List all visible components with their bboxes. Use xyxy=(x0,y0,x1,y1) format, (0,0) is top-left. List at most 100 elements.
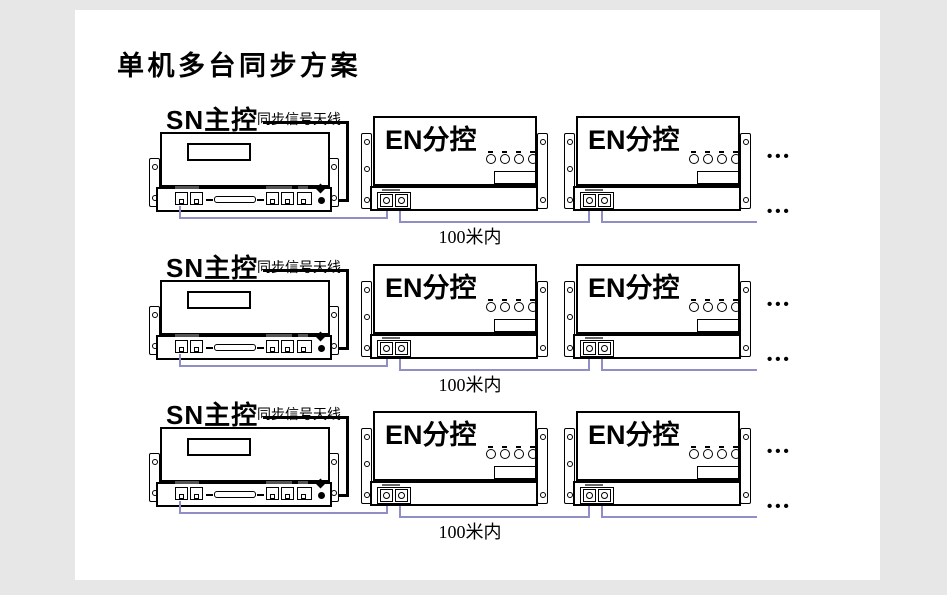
round-port-icon xyxy=(583,489,596,502)
screw-hole-icon xyxy=(151,164,158,170)
en-device-body: EN分控 xyxy=(576,411,741,481)
data-cable-stub xyxy=(601,356,603,371)
en-slave-label: EN分控 xyxy=(385,420,477,450)
en-display-screen xyxy=(697,466,740,479)
screw-hole-icon xyxy=(566,492,573,498)
en-device-body: EN分控 xyxy=(373,116,538,186)
data-cable-stub xyxy=(399,208,401,223)
round-port-icon xyxy=(598,194,611,207)
sync-row: SN主控 同步信号天线 xyxy=(0,96,947,247)
knob-icon xyxy=(514,151,524,164)
data-cable-stub xyxy=(179,354,181,367)
port-label-marks xyxy=(266,481,292,484)
screw-hole-icon xyxy=(566,345,573,351)
data-cable-segment xyxy=(179,217,388,219)
port-label-marks xyxy=(175,186,199,189)
screw-hole-icon xyxy=(151,459,158,465)
en-display-screen xyxy=(494,319,537,332)
rj45-port-icon xyxy=(266,340,279,353)
sn-device-body xyxy=(160,280,330,335)
data-cable-stub xyxy=(588,503,590,518)
en-slave-device-2: EN分控 xyxy=(564,116,751,212)
knob-icon xyxy=(703,446,713,459)
knob-icon xyxy=(528,299,538,312)
rj45-port-icon xyxy=(297,192,312,205)
knob-icon xyxy=(689,446,699,459)
screw-hole-icon xyxy=(363,314,370,320)
round-port-icon xyxy=(380,194,393,207)
knob-icon xyxy=(486,446,496,459)
sn-master-label: SN主控 xyxy=(166,400,259,430)
screw-hole-icon xyxy=(742,287,749,293)
knob-icon xyxy=(528,446,538,459)
round-port-icon xyxy=(380,342,393,355)
antenna-cable-horizontal xyxy=(263,269,349,272)
screw-hole-icon xyxy=(742,197,749,203)
round-port-icon xyxy=(380,489,393,502)
knob-icon xyxy=(717,446,727,459)
screw-hole-icon xyxy=(539,434,546,440)
mounting-bracket-right xyxy=(740,133,751,209)
antenna-connector-icon xyxy=(318,345,325,352)
screw-hole-icon xyxy=(566,434,573,440)
port-label-marks xyxy=(298,481,308,484)
antenna-cable-vertical xyxy=(346,269,349,350)
knob-icon xyxy=(731,446,741,459)
data-cable-stub xyxy=(399,503,401,518)
data-cable-segment xyxy=(601,221,757,223)
serial-connector-icon xyxy=(206,196,264,203)
data-cable-stub xyxy=(588,208,590,223)
screw-hole-icon xyxy=(363,461,370,467)
mounting-bracket-right xyxy=(537,133,548,209)
screw-hole-icon xyxy=(539,139,546,145)
port-label-marks xyxy=(266,186,292,189)
control-knobs xyxy=(689,299,741,312)
mounting-bracket-left xyxy=(361,428,372,504)
serial-connector-icon xyxy=(206,491,264,498)
sn-master-device xyxy=(149,132,339,212)
mounting-bracket-right xyxy=(537,281,548,357)
data-cable-segment xyxy=(179,512,388,514)
ethernet-port-pair xyxy=(266,192,294,205)
page-title: 单机多台同步方案 xyxy=(117,51,361,81)
round-port-icon xyxy=(598,342,611,355)
distance-label: 100米内 xyxy=(438,522,502,542)
control-knobs xyxy=(689,446,741,459)
ellipsis-more-cable: ••• xyxy=(767,203,792,220)
en-slave-label: EN分控 xyxy=(588,273,680,303)
ellipsis-more-devices: ••• xyxy=(767,296,792,313)
screw-hole-icon xyxy=(742,434,749,440)
en-slave-label: EN分控 xyxy=(588,420,680,450)
data-cable-stub xyxy=(399,356,401,371)
knob-icon xyxy=(689,151,699,164)
data-cable-segment xyxy=(601,369,757,371)
data-cable-segment xyxy=(601,516,757,518)
knob-icon xyxy=(500,151,510,164)
screw-hole-icon xyxy=(566,287,573,293)
port-label-marks xyxy=(266,334,292,337)
sn-master-label: SN主控 xyxy=(166,105,259,135)
en-display-screen xyxy=(494,466,537,479)
knob-icon xyxy=(486,299,496,312)
screw-hole-icon xyxy=(363,166,370,172)
knob-icon xyxy=(731,299,741,312)
data-cable-stub xyxy=(588,356,590,371)
control-knobs xyxy=(486,151,538,164)
knob-icon xyxy=(717,299,727,312)
rj45-port-icon xyxy=(175,192,188,205)
knob-icon xyxy=(689,299,699,312)
round-port-icon xyxy=(395,489,408,502)
signal-in-out-ports xyxy=(377,484,411,504)
mounting-bracket-left xyxy=(564,133,575,209)
en-slave-label: EN分控 xyxy=(385,273,477,303)
sn-device-body xyxy=(160,427,330,482)
port-label-marks xyxy=(298,334,308,337)
screw-hole-icon xyxy=(330,312,337,318)
signal-port-pair xyxy=(175,487,203,500)
round-port-icon xyxy=(598,489,611,502)
rj45-port-icon xyxy=(281,192,294,205)
mounting-bracket-right xyxy=(740,428,751,504)
screw-hole-icon xyxy=(151,312,158,318)
signal-port-pair xyxy=(175,192,203,205)
en-device-body: EN分控 xyxy=(576,116,741,186)
